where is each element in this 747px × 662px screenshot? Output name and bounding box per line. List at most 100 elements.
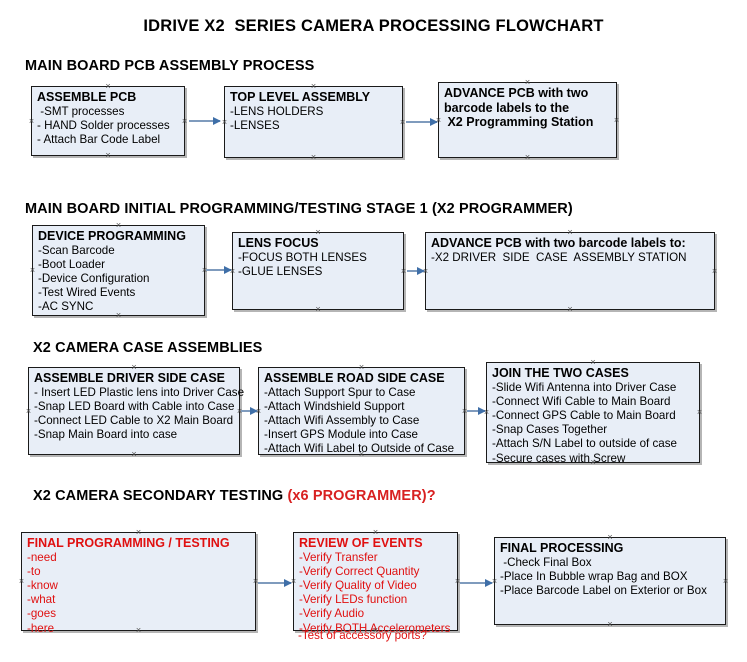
node-final-programming-testing-line-2: -to xyxy=(27,564,41,578)
node-assemble-pcb-line-3: - Attach Bar Code Label xyxy=(37,132,161,146)
node-assemble-road-side-case-line-3: -Attach Wifi Assembly to Case xyxy=(264,413,420,427)
resize-handle-left[interactable] xyxy=(28,118,35,125)
node-join-the-two-cases-line-3: -Connect GPS Cable to Main Board xyxy=(492,408,676,422)
section-heading-accent: (x6 PROGRAMMER)? xyxy=(287,488,436,504)
resize-handle-top[interactable] xyxy=(590,359,597,366)
connector-device-programming-to-lens-focus xyxy=(206,265,232,274)
resize-handle-bottom[interactable] xyxy=(115,312,122,319)
resize-handle-left[interactable] xyxy=(422,268,429,275)
node-device-programming[interactable]: DEVICE PROGRAMMING -Scan Barcode -Boot L… xyxy=(32,225,205,316)
resize-handle-bottom[interactable] xyxy=(131,451,138,458)
resize-handle-left[interactable] xyxy=(29,267,36,274)
resize-handle-bottom[interactable] xyxy=(590,459,597,466)
node-final-programming-testing-title: FINAL PROGRAMMING / TESTING xyxy=(27,536,230,550)
resize-handle-top[interactable] xyxy=(105,83,112,90)
node-device-programming-line-5: -AC SYNC xyxy=(38,300,94,314)
node-assemble-driver-side-case-line-2: -Snap LED Board with Cable into Case xyxy=(34,399,235,413)
node-assemble-driver-side-case-title: ASSEMBLE DRIVER SIDE CASE xyxy=(34,371,226,385)
resize-handle-left[interactable] xyxy=(255,408,262,415)
node-advance-pcb-to-programming-station[interactable]: ADVANCE PCB with two barcode labels to t… xyxy=(438,82,617,158)
resize-handle-bottom[interactable] xyxy=(310,154,317,161)
node-assemble-driver-side-case[interactable]: ASSEMBLE DRIVER SIDE CASE - Insert LED P… xyxy=(25,364,245,458)
node-join-the-two-cases-line-2: -Connect Wifi Cable to Main Board xyxy=(492,394,671,408)
resize-handle-left[interactable] xyxy=(491,578,498,585)
node-assemble-road-side-case-line-4: -Insert GPS Module into Case xyxy=(264,428,419,442)
resize-handle-top[interactable] xyxy=(115,222,122,229)
connector-top-level-assembly-to-advance-pcb xyxy=(406,117,438,126)
node-advance-pcb-to-case-station-line-1: -X2 DRIVER SIDE CASE ASSEMBLY STATION xyxy=(431,250,687,264)
resize-handle-bottom[interactable] xyxy=(135,627,142,634)
resize-handle-bottom[interactable] xyxy=(524,154,531,161)
resize-handle-right[interactable] xyxy=(696,409,703,416)
node-join-the-two-cases-content: JOIN THE TWO CASES -Slide Wifi Antenna i… xyxy=(487,363,699,466)
node-assemble-driver-side-case-line-1: - Insert LED Plastic lens into Driver Ca… xyxy=(34,385,245,399)
resize-handle-left[interactable] xyxy=(221,119,228,126)
node-top-level-assembly[interactable]: TOP LEVEL ASSEMBLY -LENS HOLDERS -LENSES xyxy=(224,86,403,158)
node-assemble-driver-side-case-line-3: -Connect LED Cable to X2 Main Board xyxy=(34,413,234,427)
node-device-programming-line-3: -Device Configuration xyxy=(38,271,150,285)
section-heading-main-board-initial-programming: MAIN BOARD INITIAL PROGRAMMING/TESTING S… xyxy=(25,201,573,217)
node-advance-pcb-to-case-station[interactable]: ADVANCE PCB with two barcode labels to: … xyxy=(425,232,715,310)
resize-handle-right[interactable] xyxy=(613,117,620,124)
node-device-programming-line-1: -Scan Barcode xyxy=(38,243,115,257)
resize-handle-top[interactable] xyxy=(607,534,614,541)
resize-handle-top[interactable] xyxy=(358,364,365,371)
node-review-of-events-line-4: -Verify LEDs function xyxy=(299,593,408,607)
resize-handle-top[interactable] xyxy=(524,79,531,86)
section-heading-text: X2 CAMERA SECONDARY TESTING xyxy=(33,488,288,504)
resize-handle-left[interactable] xyxy=(290,578,297,585)
connector-lens-focus-to-advance-pcb-case-station xyxy=(407,266,425,275)
resize-handle-top[interactable] xyxy=(567,229,574,236)
resize-handle-bottom[interactable] xyxy=(105,152,112,159)
resize-handle-bottom[interactable] xyxy=(567,306,574,313)
section-heading-x2-camera-case-assemblies: X2 CAMERA CASE ASSEMBLIES xyxy=(33,340,263,356)
node-final-programming-testing[interactable]: FINAL PROGRAMMING / TESTING -need -to -k… xyxy=(18,529,256,635)
node-join-the-two-cases-title: JOIN THE TWO CASES xyxy=(492,366,629,380)
resize-handle-right[interactable] xyxy=(181,118,188,125)
node-top-level-assembly-content: TOP LEVEL ASSEMBLY -LENS HOLDERS -LENSES xyxy=(225,87,402,133)
resize-handle-right[interactable] xyxy=(399,119,406,126)
page-title: IDRIVE X2 SERIES CAMERA PROCESSING FLOWC… xyxy=(143,17,604,35)
resize-handle-bottom[interactable] xyxy=(315,306,322,313)
node-lens-focus[interactable]: LENS FOCUS -FOCUS BOTH LENSES -GLUE LENS… xyxy=(232,232,404,310)
node-review-of-events-content: REVIEW OF EVENTS -Verify Transfer -Verif… xyxy=(294,533,457,636)
resize-handle-bottom[interactable] xyxy=(607,621,614,628)
node-final-programming-testing-line-5: -goes xyxy=(27,607,57,621)
resize-handle-left[interactable] xyxy=(25,408,32,415)
resize-handle-top[interactable] xyxy=(131,364,138,371)
node-device-programming-line-4: -Test Wired Events xyxy=(38,286,136,300)
node-top-level-assembly-line-1: -LENS HOLDERS xyxy=(230,104,324,118)
resize-handle-top[interactable] xyxy=(310,83,317,90)
node-final-programming-testing-line-6: -here xyxy=(27,621,55,635)
node-assemble-pcb-line-2: - HAND Solder processes xyxy=(37,118,170,132)
resize-handle-right[interactable] xyxy=(711,268,718,275)
node-review-of-events-line-5: -Verify Audio xyxy=(299,607,365,621)
node-assemble-road-side-case-line-2: -Attach Windshield Support xyxy=(264,399,405,413)
resize-handle-bottom[interactable] xyxy=(358,451,365,458)
resize-handle-right[interactable] xyxy=(722,578,729,585)
node-assemble-pcb-line-1: -SMT processes xyxy=(37,104,125,118)
node-assemble-driver-side-case-content: ASSEMBLE DRIVER SIDE CASE - Insert LED P… xyxy=(29,368,245,442)
node-join-the-two-cases[interactable]: JOIN THE TWO CASES -Slide Wifi Antenna i… xyxy=(483,359,703,466)
resize-handle-left[interactable] xyxy=(18,578,25,585)
node-device-programming-line-2: -Boot Loader xyxy=(38,257,106,271)
resize-handle-top[interactable] xyxy=(372,529,379,536)
node-device-programming-content: DEVICE PROGRAMMING -Scan Barcode -Boot L… xyxy=(33,226,204,315)
node-final-programming-testing-line-1: -need xyxy=(27,550,57,564)
node-assemble-road-side-case-line-1: -Attach Support Spur to Case xyxy=(264,385,416,399)
node-final-processing[interactable]: FINAL PROCESSING -Check Final Box -Place… xyxy=(494,537,726,625)
resize-handle-right[interactable] xyxy=(400,268,407,275)
node-advance-pcb-to-case-station-content: ADVANCE PCB with two barcode labels to: … xyxy=(426,233,714,265)
resize-handle-left[interactable] xyxy=(483,409,490,416)
node-review-of-events[interactable]: REVIEW OF EVENTS -Verify Transfer -Verif… xyxy=(290,529,458,635)
node-assemble-road-side-case[interactable]: ASSEMBLE ROAD SIDE CASE -Attach Support … xyxy=(258,367,465,455)
node-join-the-two-cases-line-5: -Attach S/N Label to outside of case xyxy=(492,437,677,451)
resize-handle-top[interactable] xyxy=(315,229,322,236)
resize-handle-left[interactable] xyxy=(229,268,236,275)
node-final-programming-testing-line-4: -what xyxy=(27,593,56,607)
node-final-programming-testing-content: FINAL PROGRAMMING / TESTING -need -to -k… xyxy=(22,533,255,636)
node-assemble-pcb[interactable]: ASSEMBLE PCB -SMT processes - HAND Solde… xyxy=(31,86,185,156)
resize-handle-left[interactable] xyxy=(435,117,442,124)
resize-handle-top[interactable] xyxy=(135,529,142,536)
